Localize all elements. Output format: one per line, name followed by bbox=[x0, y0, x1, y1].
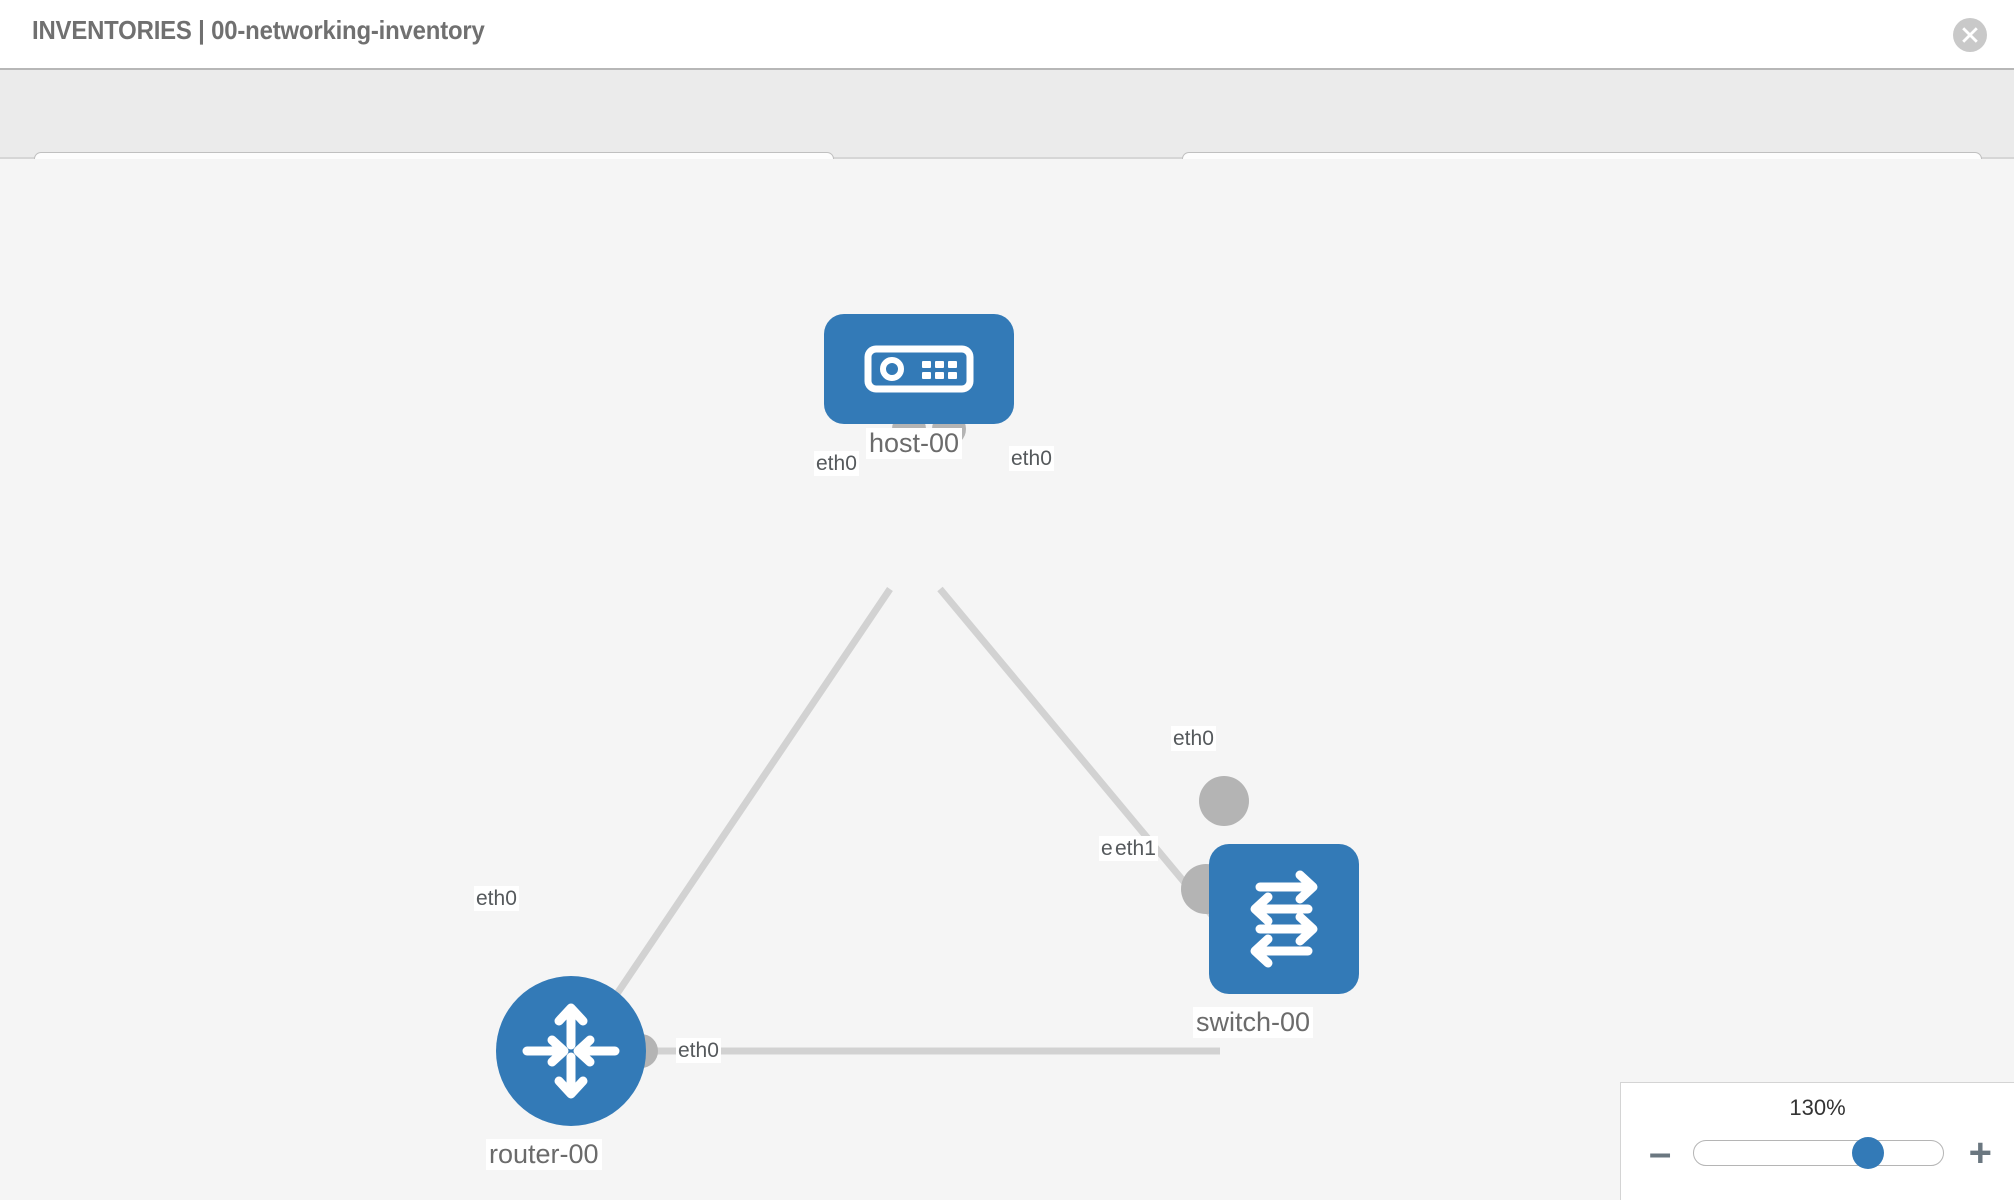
switch-arrows-icon bbox=[1250, 870, 1318, 968]
zoom-controls: – + bbox=[1621, 1133, 2014, 1173]
close-icon[interactable] bbox=[1953, 18, 1987, 52]
zoom-panel: 130% – + bbox=[1620, 1082, 2014, 1200]
node-router-shape[interactable] bbox=[496, 976, 646, 1126]
node-switch-label: switch-00 bbox=[1193, 1007, 1314, 1039]
node-host-shape[interactable] bbox=[824, 314, 1014, 424]
page-header: INVENTORIES | 00-networking-inventory bbox=[0, 0, 2014, 70]
router-arrows-icon bbox=[522, 1003, 620, 1099]
page-title: INVENTORIES | 00-networking-inventory bbox=[32, 15, 485, 45]
edge-label-host-left: eth0 bbox=[814, 451, 859, 477]
edge-label-host-right: eth0 bbox=[1009, 446, 1054, 472]
zoom-out-button[interactable]: – bbox=[1649, 1131, 1672, 1175]
zoom-level-value: 130% bbox=[1789, 1095, 1846, 1120]
zoom-in-button[interactable]: + bbox=[1968, 1131, 1992, 1175]
topology-links bbox=[597, 586, 1243, 1055]
connector-switch-top[interactable] bbox=[1199, 776, 1249, 826]
server-icon bbox=[864, 345, 974, 393]
edge-label-switch-to-router: eth1 bbox=[1113, 836, 1158, 862]
zoom-slider[interactable] bbox=[1693, 1137, 1944, 1169]
node-host-label: host-00 bbox=[866, 428, 963, 460]
node-switch-shape[interactable] bbox=[1209, 844, 1359, 994]
node-router-label: router-00 bbox=[486, 1139, 602, 1171]
topology-canvas[interactable]: host-00 eth0 eth0 bbox=[0, 159, 2014, 1200]
link-router-host bbox=[597, 587, 893, 1021]
edge-label-router-to-switch: eth0 bbox=[676, 1038, 721, 1064]
zoom-slider-handle[interactable] bbox=[1852, 1137, 1885, 1169]
toolbar: ACTIONS SEARCH bbox=[0, 70, 2014, 204]
edge-label-switch-to-host: eth0 bbox=[1171, 726, 1216, 752]
edge-label-router-to-host: eth0 bbox=[474, 886, 519, 912]
